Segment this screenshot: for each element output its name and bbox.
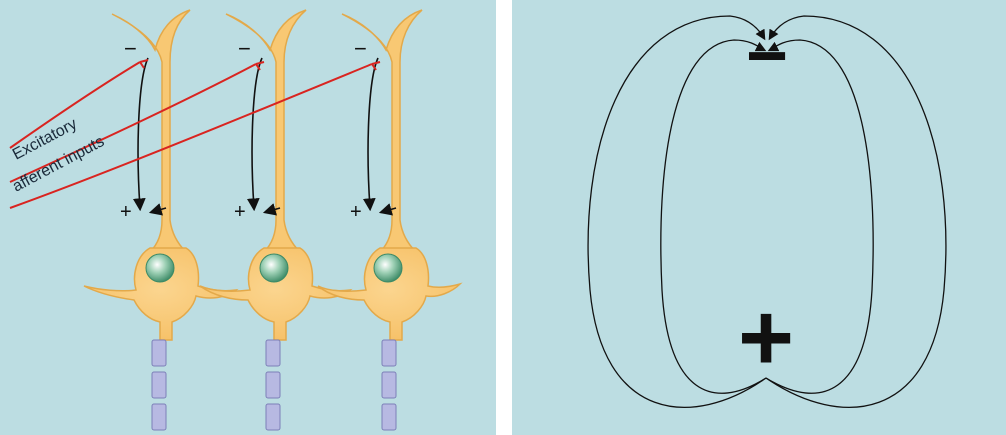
afferent-fibre-1-terminal: [139, 59, 149, 69]
neuron-2-bottom-sign: +: [234, 201, 246, 223]
neuron-1-top-sign: −: [124, 36, 137, 61]
nucleus-3: [373, 253, 403, 283]
current-loop-1: [132, 57, 149, 212]
apical-dendrite-2: [225, 9, 307, 253]
neuron-3-top-sign: −: [354, 36, 367, 61]
nucleus-2: [259, 253, 289, 283]
axon-3: [381, 339, 397, 431]
afferent-fibre-3: [9, 63, 373, 209]
neurons-svg: − + − +: [0, 0, 496, 435]
dipole-field-svg: − +: [512, 0, 1006, 435]
field-lines: [587, 15, 947, 408]
afferent-fibre-3-terminal: [371, 61, 381, 71]
apical-dendrite-3: [341, 9, 423, 253]
afferent-fibres: [9, 59, 381, 209]
afferent-fibre-2: [9, 63, 257, 183]
current-inflow-3: [378, 203, 397, 216]
current-inflow-1: [148, 203, 167, 216]
afferent-fibre-2-terminal: [255, 61, 265, 71]
neuron-1: − +: [83, 9, 239, 431]
neuron-3: − +: [317, 9, 463, 431]
field-line-outer-left: [587, 15, 767, 408]
field-line-outer-right: [765, 15, 947, 408]
nucleus-1: [145, 253, 175, 283]
neuron-1-bottom-sign: +: [120, 201, 132, 223]
neuron-2: − +: [199, 9, 353, 431]
dipole-field-panel: − +: [512, 0, 1006, 435]
neuron-2-top-sign: −: [238, 36, 251, 61]
apical-dendrite-1: [111, 9, 191, 253]
dipole-positive-pole: +: [738, 284, 794, 391]
dipole-negative-pole: −: [746, 16, 788, 96]
afferent-fibre-1: [9, 61, 141, 149]
field-line-inner-left: [660, 39, 767, 394]
axon-1: [151, 339, 167, 431]
neuron-3-bottom-sign: +: [350, 201, 362, 223]
soma-3: [317, 247, 463, 341]
neurons-panel: − + − +: [0, 0, 496, 435]
axon-2: [265, 339, 281, 431]
current-inflow-2: [262, 203, 281, 216]
field-line-inner-right: [765, 39, 874, 394]
